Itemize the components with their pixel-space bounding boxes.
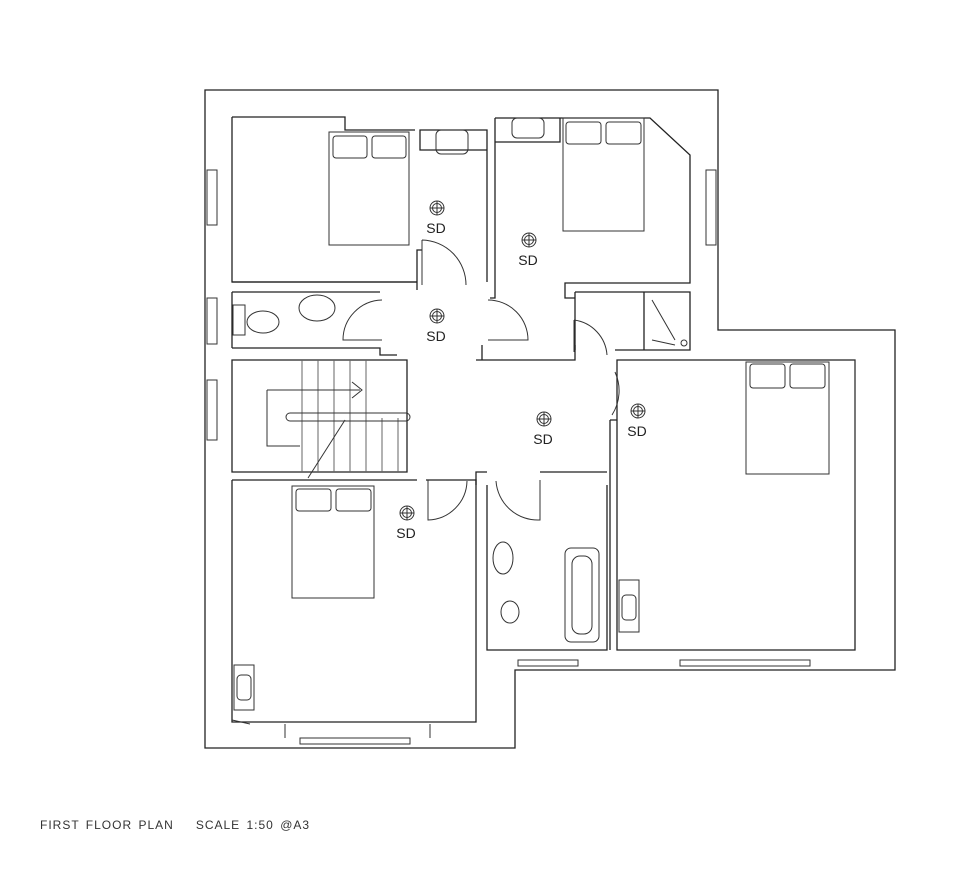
landing-walls: [476, 345, 576, 361]
smoke-detector-bedroom-top-left: SD: [426, 200, 446, 236]
smoke-detector-landing: SD: [426, 308, 446, 344]
smoke-detector-label: SD: [396, 525, 415, 541]
smoke-detector-hall-right: SD: [627, 403, 647, 439]
bed-right: [745, 361, 830, 475]
bed-top-right: [562, 117, 645, 232]
shower-drain-icon: [680, 339, 688, 347]
plan-caption: FIRST FLOOR PLAN SCALE 1:50 @A3: [40, 818, 332, 832]
smoke-detector-label: SD: [533, 431, 552, 447]
sinks: [232, 117, 640, 711]
bath-inner: [571, 555, 593, 635]
smoke-detector-label: SD: [426, 220, 445, 236]
bed-top-left: [328, 131, 410, 246]
smoke-detector-label: SD: [518, 252, 537, 268]
toilet-icon: [500, 600, 520, 624]
bathroom-walls: [475, 471, 608, 651]
inner-wall-outline: [232, 116, 415, 131]
ensuite-walls: [574, 291, 691, 351]
basin-icon: [492, 541, 514, 575]
bath-icon: [564, 547, 600, 643]
bedroom-top-right-walls: [490, 117, 691, 299]
shower-icon: [651, 299, 676, 346]
smoke-detector-bedroom-top-right: SD: [518, 232, 538, 268]
plan-title: FIRST FLOOR PLAN: [40, 818, 174, 832]
bed-bottom-left: [291, 485, 375, 599]
windows: [206, 169, 811, 745]
staircase: [266, 360, 411, 479]
smoke-detector-label: SD: [627, 423, 646, 439]
wc-walls: [231, 291, 397, 356]
outer-wall: [204, 89, 896, 749]
plan-scale: SCALE 1:50 @A3: [195, 818, 311, 832]
bedroom-right-walls: [609, 359, 856, 651]
smoke-detector-label: SD: [426, 328, 445, 344]
smoke-detector-hall: SD: [533, 411, 553, 447]
doors: [342, 239, 620, 521]
bedroom-bottom-left-walls: [231, 479, 477, 723]
stair-walls: [231, 359, 417, 481]
bedroom-top-left-walls: [231, 117, 488, 290]
smoke-detector-bedroom-bottom-left: SD: [396, 505, 416, 541]
